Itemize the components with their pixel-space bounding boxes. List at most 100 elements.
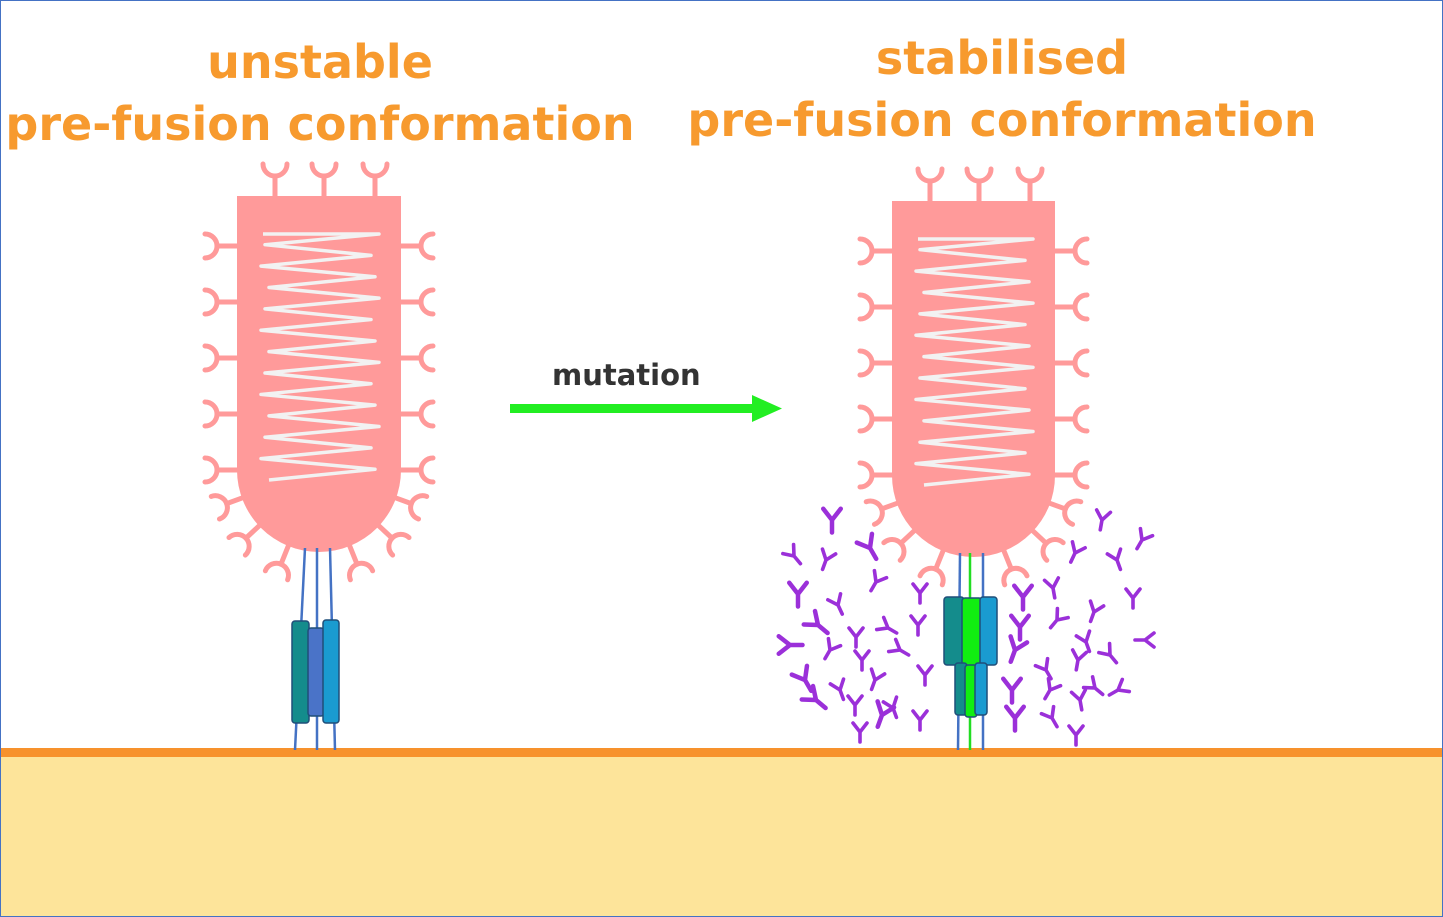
antibody-icon (1048, 606, 1070, 630)
antibody-icon (1042, 576, 1061, 600)
glycan-spike-icon (1050, 236, 1090, 266)
glycan-spike-icon (202, 455, 242, 485)
glycan-spike-icon (857, 460, 897, 490)
right-title: stabilised pre-fusion conformation (682, 27, 1322, 151)
antibody-icon (847, 626, 865, 649)
antibody-icon (874, 615, 899, 635)
left-title-line2: pre-fusion conformation (5, 97, 635, 151)
transmembrane-segment-blue (307, 627, 325, 717)
stabilised-segment-green (961, 597, 983, 667)
glycan-spike-icon (857, 292, 897, 322)
antibody-icon (787, 580, 809, 609)
glycan-spike-icon (396, 287, 436, 317)
antibody-cluster (776, 506, 1156, 747)
antibody-icon (1043, 676, 1063, 701)
antibody-icon (911, 709, 929, 732)
antibody-icon (789, 663, 814, 694)
glycan-spike-icon (346, 541, 376, 583)
alpha-helix-coil (259, 232, 381, 482)
unstable-fusion-protein (202, 161, 436, 751)
antibody-icon (1074, 629, 1092, 654)
antibody-icon (875, 699, 897, 729)
antibody-icon (1088, 599, 1106, 624)
stabilised-segment-teal (943, 596, 965, 666)
arrow-right-icon (510, 395, 782, 422)
glycan-spike-icon (388, 493, 430, 522)
glycan-spike-icon (262, 541, 292, 583)
antibody-icon (1070, 648, 1089, 672)
antibody-icon (1124, 587, 1142, 610)
glycan-spike-icon (1050, 292, 1090, 322)
cell-membrane-line (1, 748, 1442, 757)
glycan-spike-icon (208, 493, 250, 522)
antibody-icon (1039, 704, 1059, 729)
glycan-spike-icon (1042, 498, 1084, 527)
left-title: unstable pre-fusion conformation (0, 31, 640, 155)
antibody-icon (1133, 631, 1156, 649)
antibody-icon (1081, 675, 1105, 697)
glycan-spike-icon (863, 498, 905, 527)
glycan-spike-icon (309, 161, 339, 201)
antibody-icon (909, 614, 927, 637)
stabilised-fusion-protein (857, 166, 1090, 751)
antibody-icon (1004, 704, 1026, 733)
glycan-spike-icon (360, 161, 390, 201)
antibody-icon (799, 683, 828, 711)
alpha-helix-coil (914, 237, 1035, 487)
glycan-spike-icon (915, 166, 945, 206)
antibody-icon (851, 721, 869, 744)
transmembrane-segment-teal (291, 620, 310, 724)
glycan-spike-icon (202, 287, 242, 317)
mutation-label: mutation (552, 358, 701, 392)
antibody-icon (776, 634, 805, 656)
antibody-icon (911, 582, 929, 605)
glycan-spike-icon (857, 404, 897, 434)
antibody-icon (846, 694, 864, 717)
antibody-icon (823, 636, 843, 661)
antibody-icon (1135, 526, 1155, 551)
glycan-spike-icon (1050, 460, 1090, 490)
antibody-icon (853, 649, 871, 672)
glycan-spike-icon (917, 546, 947, 588)
antibody-icon (820, 547, 838, 572)
cell-membrane-fill (1, 753, 1442, 916)
glycan-spike-icon (857, 348, 897, 378)
antibody-icon (801, 608, 830, 636)
glycan-spike-icon (202, 343, 242, 373)
glycan-spike-icon (373, 520, 412, 558)
antibody-icon (828, 677, 846, 702)
antibody-icon (1069, 688, 1088, 712)
antibody-icon (869, 568, 889, 593)
antibody-icon (821, 506, 843, 535)
antibody-icon (781, 542, 803, 566)
glycan-spike-icon (881, 525, 920, 563)
glycan-spike-icon (202, 399, 242, 429)
antibody-icon (869, 667, 887, 692)
antibody-icon (916, 664, 934, 687)
glycan-spike-icon (226, 520, 265, 558)
antibody-icon (1068, 540, 1087, 564)
glycan-spike-icon (964, 166, 994, 206)
glycan-spike-icon (1050, 348, 1090, 378)
transmembrane-segment-cyan (322, 619, 340, 724)
right-title-line2: pre-fusion conformation (687, 93, 1317, 147)
stabilised-lower-cyan (974, 662, 988, 716)
antibody-icon (854, 531, 879, 562)
antibody-icon (1001, 676, 1023, 705)
antibody-icon (886, 637, 911, 657)
antibody-icon (1067, 724, 1085, 747)
glycan-spike-icon (1000, 546, 1030, 588)
glycan-spike-icon (202, 231, 242, 261)
glycan-spike-icon (1027, 525, 1066, 563)
antibody-icon (1033, 656, 1053, 681)
stabilised-segment-cyan (979, 596, 998, 666)
left-title-line1: unstable (207, 35, 433, 89)
antibody-icon (1009, 613, 1031, 642)
antibody-icon (1105, 547, 1123, 572)
glycan-spike-icon (1050, 404, 1090, 434)
glycan-spike-icon (1015, 166, 1045, 206)
antibody-icon (826, 592, 845, 616)
antibody-icon (1094, 508, 1113, 532)
